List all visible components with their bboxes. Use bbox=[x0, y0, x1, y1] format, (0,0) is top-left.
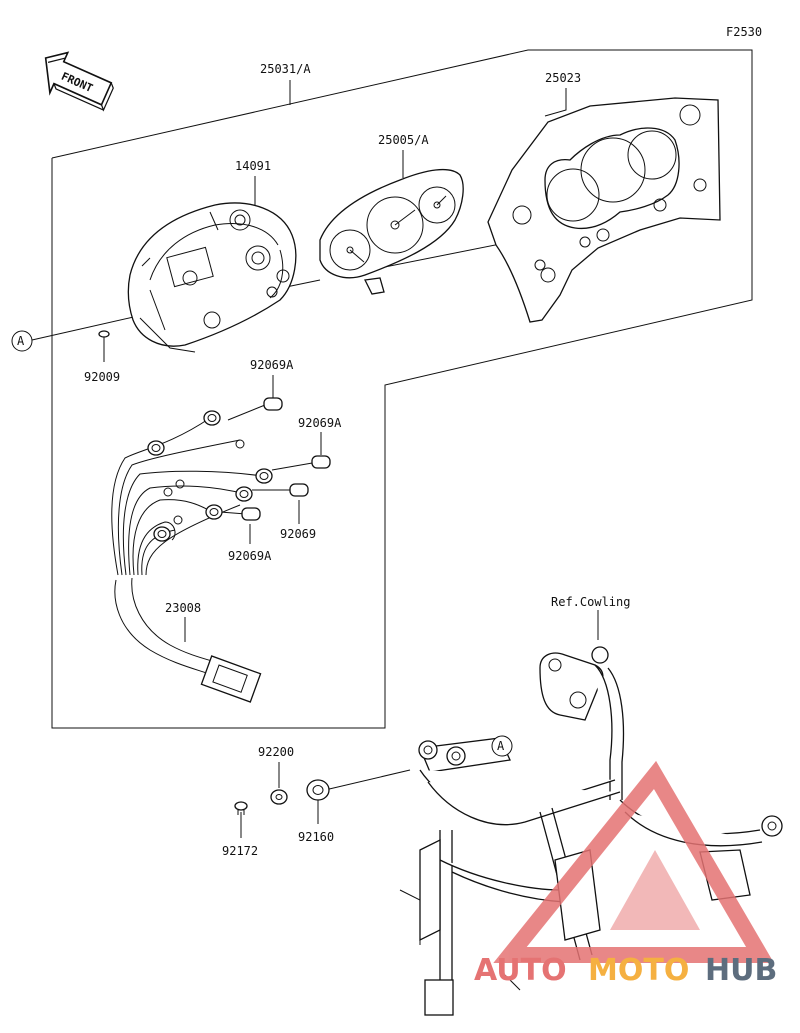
meter-panel bbox=[319, 168, 464, 295]
label-92009: 92009 bbox=[84, 370, 120, 384]
svg-text:A: A bbox=[17, 334, 25, 348]
label-92160: 92160 bbox=[298, 830, 334, 844]
watermark-logo bbox=[493, 760, 774, 963]
figure-code: F2530 bbox=[726, 25, 762, 39]
grommet-92160 bbox=[306, 779, 330, 801]
label-92069a-1: 92069A bbox=[250, 358, 294, 372]
cowling-bracket bbox=[399, 646, 783, 1016]
watermark-part-auto: AUTO bbox=[474, 953, 567, 988]
front-arrow-icon: FRONT bbox=[44, 51, 114, 112]
ref-marker-a-left: A bbox=[11, 330, 33, 352]
wire-harness bbox=[111, 404, 319, 703]
label-92172: 92172 bbox=[222, 844, 258, 858]
screw-92172 bbox=[234, 801, 248, 815]
ref-marker-a-right: A bbox=[491, 735, 513, 757]
label-25023: 25023 bbox=[545, 71, 581, 85]
watermark-part-hub: HUB bbox=[705, 953, 777, 988]
label-92200: 92200 bbox=[258, 745, 294, 759]
assembly-boundary bbox=[51, 49, 753, 729]
part-labels: 25031/A 25023 25005/A 14091 92009 92069A… bbox=[84, 62, 630, 858]
screw-92009 bbox=[98, 330, 110, 342]
label-92069a-2: 92069A bbox=[298, 416, 342, 430]
meter-cover bbox=[487, 97, 721, 323]
label-92069a-3: 92069A bbox=[228, 549, 272, 563]
washer-92200 bbox=[270, 789, 288, 805]
label-14091: 14091 bbox=[235, 159, 271, 173]
bulbs bbox=[241, 397, 331, 521]
svg-text:A: A bbox=[497, 739, 505, 753]
label-25005a: 25005/A bbox=[378, 133, 429, 147]
watermark-part-moto: MOTO bbox=[588, 953, 689, 988]
watermark-text: AUTO MOTO HUB bbox=[474, 953, 777, 988]
label-23008: 23008 bbox=[165, 601, 201, 615]
label-92069: 92069 bbox=[280, 527, 316, 541]
bulb-sockets bbox=[147, 410, 273, 542]
label-25031a: 25031/A bbox=[260, 62, 311, 76]
label-ref-cowling: Ref.Cowling bbox=[551, 595, 630, 609]
meter-case bbox=[127, 202, 297, 353]
